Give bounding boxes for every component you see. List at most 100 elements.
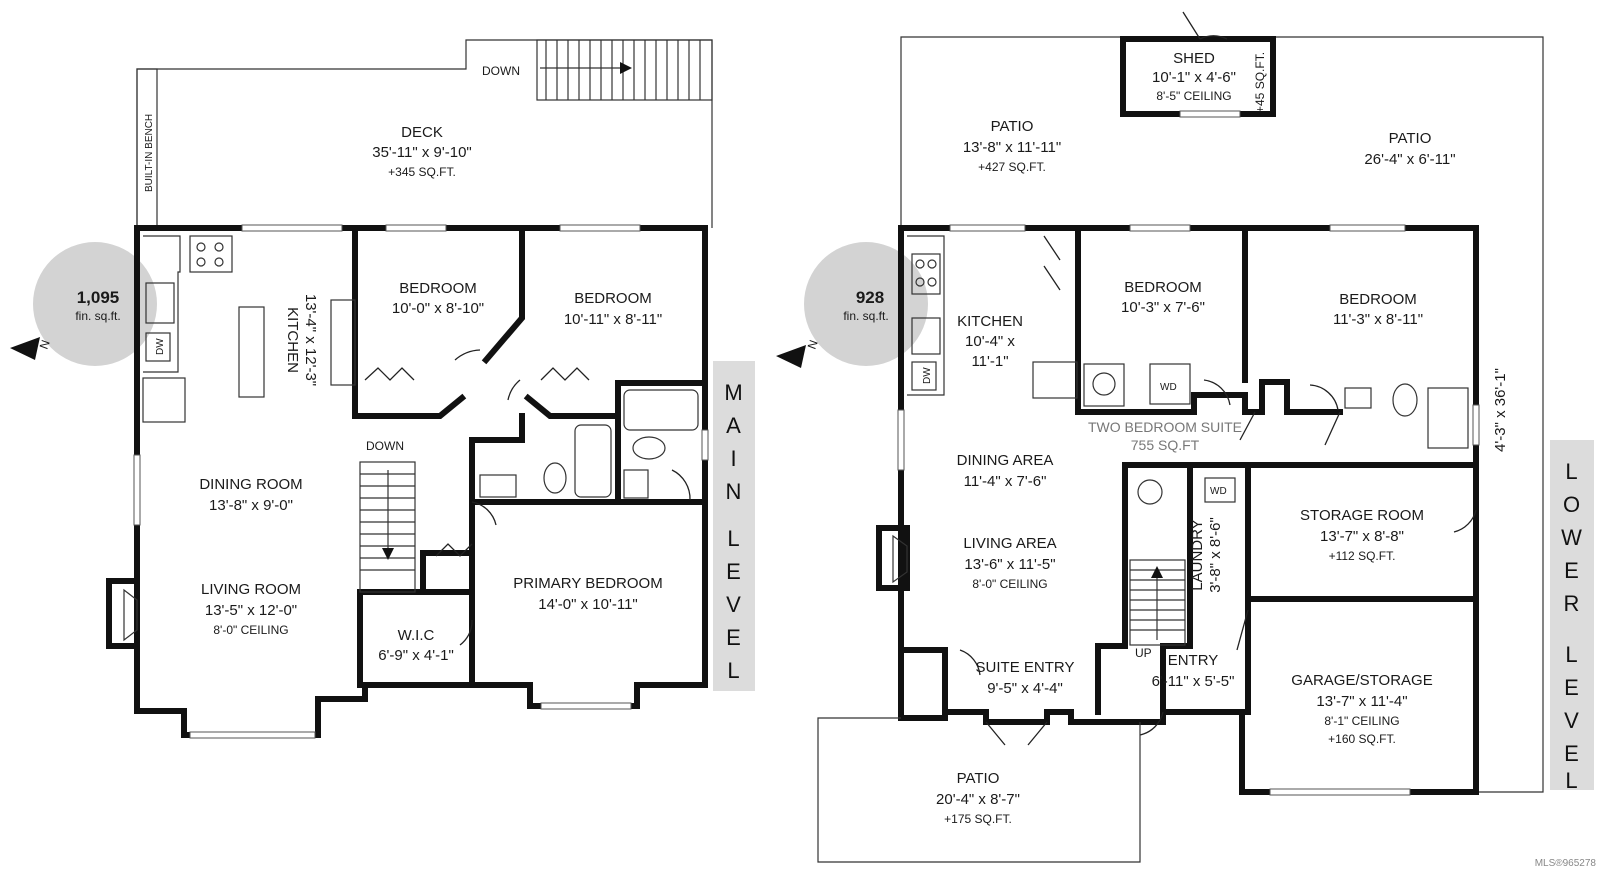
main-level-plan: 1,095 fin. sq.ft. N BUILT-IN BENCH <box>10 39 755 739</box>
svg-text:V: V <box>726 592 742 617</box>
door-swing-icon <box>471 501 497 526</box>
bedroom-divider-wall <box>481 225 525 365</box>
svg-text:E: E <box>1564 558 1580 583</box>
room-laundry: LAUNDRY 3'-8" x 8'-6" <box>1189 517 1224 593</box>
kitchen-island <box>238 306 265 398</box>
room-name: SHED <box>1173 50 1215 67</box>
svg-text:L: L <box>727 526 740 551</box>
room-dims: 26'-4" x 6'-11" <box>1364 151 1455 168</box>
room-dims: 11'-4" x 7'-6" <box>964 473 1047 490</box>
room-name: BEDROOM <box>399 280 477 297</box>
room-extra: 8'-0" CEILING <box>972 577 1047 591</box>
north-arrow-icon <box>10 337 40 360</box>
lower-level-plan: 928 fin. sq.ft. N +45 SQ.FT. <box>776 11 1594 863</box>
room-name: SUITE ENTRY <box>976 659 1075 676</box>
toilet-icon <box>1392 383 1418 417</box>
window <box>540 702 632 710</box>
room-dims: 11'-3" x 8'-11" <box>1333 311 1423 328</box>
main-level-band <box>713 361 755 691</box>
lower-level-band <box>1550 440 1594 790</box>
lower-stairs-up-label: UP <box>1135 646 1152 660</box>
room-patio-1: PATIO 13'-8" x 11'-11" +427 SQ.FT. <box>963 118 1061 174</box>
door-swing-icon <box>1453 509 1477 533</box>
room-dims: 6'-11" x 5'-5" <box>1152 673 1235 690</box>
mls-id: MLS®965278 <box>1535 858 1597 869</box>
room-name: GARAGE/STORAGE <box>1291 672 1432 689</box>
room-dims: 10'-3" x 7'-6" <box>1121 299 1205 316</box>
room-extra: +112 SQ.FT. <box>1329 549 1396 563</box>
room-dims: 6'-9" x 4'-1" <box>378 647 454 664</box>
kitchen-counter <box>143 235 181 373</box>
deck-down-label: DOWN <box>482 64 520 78</box>
room-dims: 13'-6" x 11'-5" <box>964 556 1055 573</box>
room-name: STORAGE ROOM <box>1300 507 1424 524</box>
svg-text:E: E <box>726 625 742 650</box>
patio-outline <box>900 36 1544 793</box>
bedroom-1-wall <box>352 225 467 419</box>
room-dims-2: 11'-1" <box>971 353 1008 370</box>
pantry <box>330 299 356 386</box>
svg-text:R: R <box>1564 591 1581 616</box>
room-name: BEDROOM <box>1124 279 1202 296</box>
room-dims: 13'-7" x 11'-4" <box>1316 693 1407 710</box>
shower-icon <box>1427 387 1469 449</box>
room-bedroom-2: BEDROOM 10'-11" x 8'-11" <box>564 290 662 328</box>
window <box>189 731 316 739</box>
lower-level-label: L O W E R L E V E L <box>1561 459 1582 793</box>
room-dining-room: DINING ROOM 13'-8" x 9'-0" <box>199 476 302 514</box>
door-swing-icon <box>1236 609 1249 651</box>
lower-area-badge <box>804 242 928 366</box>
window <box>133 454 141 526</box>
room-name: DINING ROOM <box>199 476 302 493</box>
room-bedroom-lower-1: BEDROOM 10'-3" x 7'-6" <box>1121 279 1205 316</box>
lower-patio-outline <box>817 717 1141 863</box>
room-name: BEDROOM <box>574 290 652 307</box>
fridge-icon <box>1032 361 1078 399</box>
room-extra: 8'-1" CEILING <box>1324 714 1399 728</box>
closet-door <box>364 367 415 381</box>
washer-dryer-icon <box>1149 363 1191 405</box>
north-arrow-icon <box>776 345 806 368</box>
room-extra: +175 SQ.FT. <box>944 812 1012 826</box>
dishwasher-icon <box>145 332 171 362</box>
window <box>1329 224 1406 232</box>
room-bedroom-lower-2: BEDROOM 11'-3" x 8'-11" <box>1333 291 1423 328</box>
suite-name: TWO BEDROOM SUITE <box>1088 419 1242 435</box>
room-dims: 13'-4" x 12'-3" <box>302 294 319 386</box>
window <box>385 224 447 232</box>
door-swing-icon <box>1324 411 1341 446</box>
room-name: LIVING ROOM <box>201 581 301 598</box>
sink-icon <box>1092 372 1116 396</box>
toilet-icon <box>632 436 666 460</box>
vanity-icon <box>479 474 517 498</box>
room-dims: 3'-8" x 8'-6" <box>1207 517 1224 593</box>
svg-text:E: E <box>1564 675 1580 700</box>
svg-text:N: N <box>726 479 743 504</box>
room-living-area: LIVING AREA 13'-6" x 11'-5" 8'-0" CEILIN… <box>963 535 1056 591</box>
window <box>701 429 709 461</box>
window <box>949 224 1026 232</box>
room-name: DECK <box>401 124 443 141</box>
lower-stairs <box>1129 559 1186 646</box>
room-name: PATIO <box>957 770 1000 787</box>
room-name: KITCHEN <box>957 313 1023 330</box>
room-dims: 13'-8" x 11'-11" <box>963 139 1061 156</box>
room-dims: 10'-1" x 4'-6" <box>1152 69 1236 86</box>
suite-area: 755 SQ.FT <box>1131 437 1200 453</box>
svg-text:L: L <box>1565 459 1578 484</box>
laundry-wd-label: WD <box>1210 486 1227 497</box>
lower-area-unit: fin. sq.ft. <box>843 309 888 323</box>
door-swing-icon <box>959 649 981 676</box>
room-dims: 13'-5" x 12'-0" <box>205 602 297 619</box>
room-patio-2: PATIO 26'-4" x 6'-11" <box>1364 130 1455 168</box>
vanity-icon <box>1344 387 1372 409</box>
room-dims: 10'-4" x <box>965 333 1015 350</box>
kitchen-sink-icon <box>145 282 175 324</box>
svg-text:L: L <box>727 658 740 683</box>
room-extra: +345 SQ.FT. <box>388 165 456 179</box>
room-dims: 13'-8" x 9'-0" <box>209 497 293 514</box>
side-walkway-dims: 4'-3" x 36'-1" <box>1492 368 1509 452</box>
door-swing-icon <box>671 469 691 501</box>
suite-label: TWO BEDROOM SUITE 755 SQ.FT <box>1088 419 1242 453</box>
main-fireplace <box>106 578 140 649</box>
